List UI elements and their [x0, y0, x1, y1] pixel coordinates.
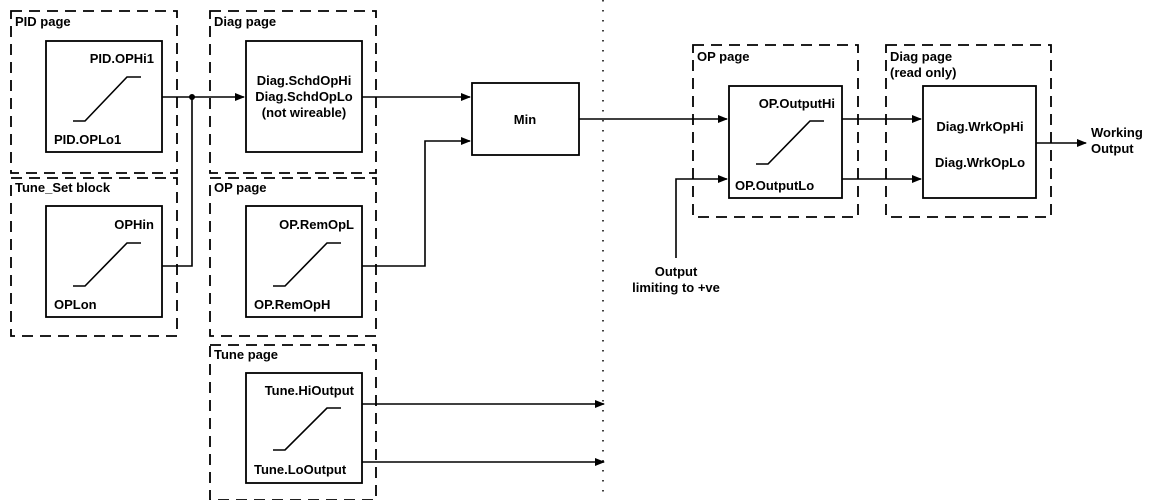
- ramp-icon: [73, 242, 141, 287]
- diag-sched-hi-label: Diag.SchdOpHi: [257, 73, 352, 88]
- ramp-icon: [273, 242, 341, 287]
- block-pid: [45, 40, 163, 153]
- block-diag-working: [922, 85, 1037, 199]
- group-title-pid-page: PID page: [15, 14, 71, 29]
- junction-dot: [189, 94, 195, 100]
- block-min: [471, 82, 580, 156]
- group-title-op-page-right: OP page: [697, 49, 750, 64]
- group-title-diag-page-right-2: (read only): [890, 65, 956, 80]
- op-remote-hi-label: OP.RemOpL: [279, 217, 354, 232]
- diag-sched-lo-label: Diag.SchdOpLo: [255, 89, 353, 104]
- group-diag-page: [209, 10, 377, 174]
- working-output-label-1: Working: [1091, 125, 1143, 140]
- tune-lo-label: Tune.LoOutput: [254, 462, 347, 477]
- tune-set-hi-label: OPHin: [114, 217, 154, 232]
- diag-sched-note: (not wireable): [262, 105, 347, 120]
- group-tune-set-block: [10, 177, 178, 337]
- connector: [675, 175, 728, 258]
- working-output-label-2: Output: [1091, 141, 1134, 156]
- block-op-output: [728, 85, 843, 199]
- group-title-tune-set-block: Tune_Set block: [15, 180, 111, 195]
- group-tune-page: [209, 344, 377, 500]
- min-label: Min: [514, 112, 536, 127]
- group-title-diag-page: Diag page: [214, 14, 276, 29]
- block-tune-set: [45, 205, 163, 318]
- op-output-hi-label: OP.OutputHi: [759, 96, 835, 111]
- connector: [362, 137, 471, 267]
- group-title-op-page-left: OP page: [214, 180, 267, 195]
- group-diag-page-right: [885, 44, 1052, 218]
- diag-working-lo-label: Diag.WrkOpLo: [935, 155, 1025, 170]
- output-limiting-label-1: Output: [655, 264, 698, 279]
- tune-set-lo-label: OPLon: [54, 297, 97, 312]
- block-tune: [245, 372, 363, 484]
- connector: [162, 97, 193, 267]
- op-remote-lo-label: OP.RemOpH: [254, 297, 330, 312]
- group-op-page-right: [692, 44, 859, 218]
- group-pid-page: [10, 10, 178, 174]
- ramp-icon: [756, 120, 824, 165]
- tune-hi-label: Tune.HiOutput: [265, 383, 355, 398]
- output-limiting-label-2: limiting to +ve: [632, 280, 720, 295]
- block-op-remote: [245, 205, 363, 318]
- group-op-page-left: [209, 177, 377, 337]
- ramp-icon: [73, 76, 141, 122]
- ramp-icon: [273, 407, 341, 451]
- group-title-diag-page-right-1: Diag page: [890, 49, 952, 64]
- diag-working-hi-label: Diag.WrkOpHi: [936, 119, 1023, 134]
- pid-lo-label: PID.OPLo1: [54, 132, 121, 147]
- group-title-tune-page: Tune page: [214, 347, 278, 362]
- pid-hi-label: PID.OPHi1: [90, 51, 154, 66]
- op-output-lo-label: OP.OutputLo: [735, 178, 814, 193]
